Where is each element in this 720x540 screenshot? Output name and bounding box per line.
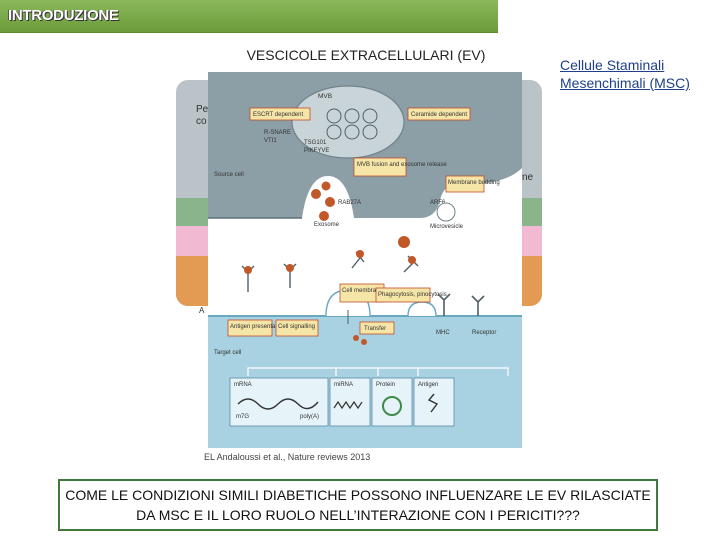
exosome-dot bbox=[325, 197, 335, 207]
receptor-glyph bbox=[471, 295, 485, 316]
mvb-vesicle bbox=[344, 124, 360, 140]
cargo-bracket bbox=[247, 367, 509, 376]
cargo-dot bbox=[361, 339, 367, 345]
question-box bbox=[58, 479, 658, 531]
budding-box bbox=[445, 175, 485, 193]
cell-signalling-box bbox=[275, 319, 319, 337]
ev-diagram: MVB ESCRT dependent Ceramide dependent R… bbox=[208, 72, 522, 448]
antigen-glyph bbox=[427, 393, 439, 413]
arf6-label: ARF6 bbox=[430, 200, 446, 206]
polya-label: poly(A) bbox=[300, 414, 319, 420]
antigen-label: Antigen bbox=[418, 382, 438, 388]
back-corner-label: A bbox=[199, 306, 205, 315]
mrna-box bbox=[229, 377, 329, 427]
cargo-dot bbox=[353, 335, 359, 341]
transfer-label: Transfer bbox=[364, 326, 386, 332]
mrna-label: mRNA bbox=[234, 382, 252, 388]
microvesicle-label: Microvesicle bbox=[430, 224, 464, 230]
ligand-dot bbox=[244, 266, 252, 274]
protein-label: Protein bbox=[376, 382, 395, 388]
mirna-label: miRNA bbox=[334, 382, 353, 388]
source-cell-label: Source cell bbox=[214, 172, 244, 178]
msc-link[interactable]: Cellule Staminali Mesenchimali (MSC) bbox=[560, 57, 690, 91]
budding-label: Membrane budding bbox=[448, 180, 500, 186]
target-cell-label: Target cell bbox=[214, 350, 241, 356]
m7g-label: m7G bbox=[236, 414, 249, 420]
exosome-dot bbox=[319, 211, 329, 221]
mhc-glyph bbox=[437, 293, 451, 316]
exosome-label: Exosome bbox=[314, 222, 340, 228]
pikfyve-label: PIKFYVE bbox=[304, 148, 329, 154]
phagocytosis-box bbox=[375, 287, 431, 303]
vti-label: VTI1 bbox=[264, 138, 277, 144]
membrane-fusion-label: Cell membrane fusion bbox=[342, 288, 400, 294]
header-bar: INTRODUZIONE bbox=[0, 0, 498, 33]
tsg101-label: TSG101 bbox=[304, 140, 327, 146]
protein-box bbox=[371, 377, 413, 427]
mhc-label: MHC bbox=[436, 330, 450, 336]
exosome-dot bbox=[311, 189, 321, 199]
mirna-box bbox=[329, 377, 371, 427]
back-fragment-2: co bbox=[196, 116, 207, 127]
mvb-vesicle bbox=[326, 108, 342, 124]
escrt-box bbox=[249, 107, 311, 121]
membrane-receptors bbox=[437, 293, 485, 316]
mvb-vesicle bbox=[362, 124, 378, 140]
ceramide-label: Ceramide dependent bbox=[411, 112, 467, 118]
fusion-label: MVB fusion and exosome release bbox=[357, 162, 447, 168]
mirna-strand bbox=[333, 400, 363, 410]
antigen-presentation-box bbox=[227, 319, 273, 337]
mvb-label: MVB bbox=[318, 93, 332, 100]
receptor-label: Receptor bbox=[472, 330, 496, 336]
phagocytosis-label: Phagocytosis, pinocytosis bbox=[378, 292, 447, 298]
back-fragment-1: Pe bbox=[196, 104, 209, 115]
ligand-dot bbox=[286, 264, 294, 272]
ceramide-box bbox=[407, 107, 471, 121]
rsnare-label: R-SNARE bbox=[264, 130, 291, 136]
transfer-box bbox=[359, 321, 395, 335]
back-fragment-3: ne bbox=[522, 172, 534, 183]
microvesicle-bud bbox=[436, 202, 456, 222]
research-question: COME LE CONDIZIONI SIMILI DIABETICHE POS… bbox=[65, 487, 651, 523]
ligand-dot bbox=[408, 256, 416, 264]
figure-title: VESCICOLE EXTRACELLULARI (EV) bbox=[246, 47, 486, 63]
fusion-box bbox=[353, 157, 407, 177]
rab27-label: RAB27A bbox=[338, 200, 361, 206]
ligand-dot bbox=[356, 250, 364, 258]
citation: EL Andaloussi et al., Nature reviews 201… bbox=[204, 452, 371, 462]
mvb-vesicle bbox=[362, 108, 378, 124]
cell-signalling-label: Cell signalling bbox=[278, 324, 315, 330]
microvesicle-dot bbox=[398, 236, 410, 248]
mvb-vesicle bbox=[344, 108, 360, 124]
protein-glyph bbox=[382, 396, 402, 416]
phagocytosis-pocket bbox=[407, 301, 437, 317]
mrna-strand bbox=[237, 398, 319, 410]
antigen-presentation-label: Antigen presentation bbox=[230, 324, 285, 330]
mvb-vesicle bbox=[326, 124, 342, 140]
escrt-label: ESCRT dependent bbox=[253, 112, 303, 118]
exosome-dot bbox=[321, 181, 331, 191]
slide-title: INTRODUZIONE bbox=[8, 7, 119, 24]
